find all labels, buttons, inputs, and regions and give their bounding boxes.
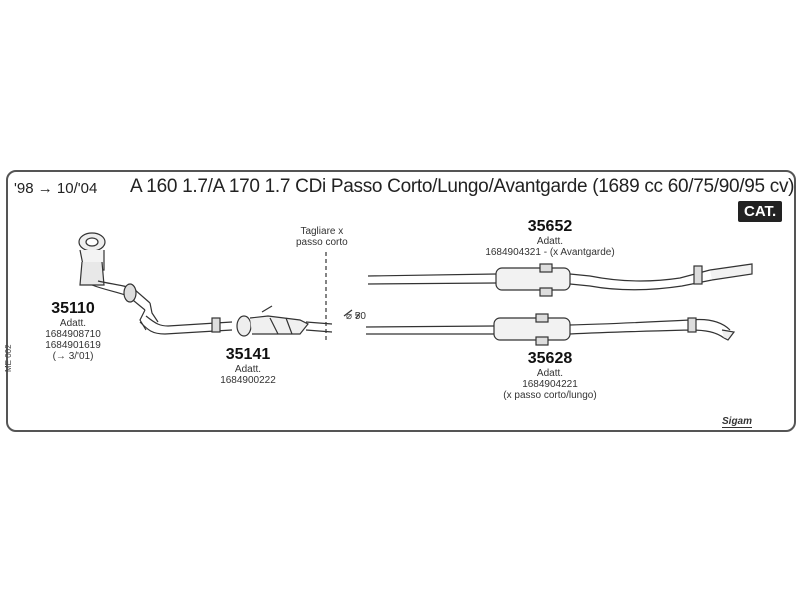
part-number: 1684901619 (45, 340, 101, 351)
part-adapt-label: Adatt. (536, 368, 564, 379)
diameter-marker (343, 309, 361, 319)
part-code: 35141 (225, 346, 271, 363)
part-number: 1684904321 - (x Avantgarde) (485, 247, 615, 258)
front-catalyst-part (78, 232, 159, 331)
part-code: 35628 (527, 350, 573, 367)
part-code: 35652 (527, 218, 573, 235)
part-adapt-label: Adatt. (536, 236, 564, 247)
cut-note: Tagliare x passo corto (296, 226, 348, 248)
date-range: '98 → 10/'04 (14, 180, 98, 197)
part-note: (x passo corto/lungo) (503, 390, 597, 401)
part-adapt-label: Adatt. (234, 364, 262, 375)
cat-badge: CAT. (738, 201, 783, 222)
part-note: (→ 3/'01) (52, 351, 94, 362)
rear-silencer-short-long-part (365, 313, 736, 346)
rear-silencer-avantgarde-part (367, 263, 753, 297)
part-number: 1684900222 (220, 375, 276, 386)
diameter-note: ⌀ 50 (346, 311, 366, 322)
part-35110-label: 35110 Adatt. 1684908710 1684901619 (→ 3/… (28, 300, 118, 362)
part-35141-label: 35141 Adatt. 1684900222 (200, 346, 296, 386)
part-adapt-label: Adatt. (59, 318, 87, 329)
part-35628-label: 35628 Adatt. 1684904221 (x passo corto/l… (470, 350, 630, 401)
intermediate-pipe-part (139, 305, 333, 337)
part-number: 1684904221 (522, 379, 578, 390)
vehicle-title: A 160 1.7/A 170 1.7 CDi Passo Corto/Lung… (130, 176, 795, 197)
part-number: 1684908710 (45, 329, 101, 340)
diagram-frame (6, 170, 796, 432)
sheet-code: ME 002 (4, 344, 13, 372)
brand-logo: Sigam (722, 416, 753, 428)
part-35652-label: 35652 Adatt. 1684904321 - (x Avantgarde) (450, 218, 650, 258)
part-code: 35110 (51, 300, 95, 317)
